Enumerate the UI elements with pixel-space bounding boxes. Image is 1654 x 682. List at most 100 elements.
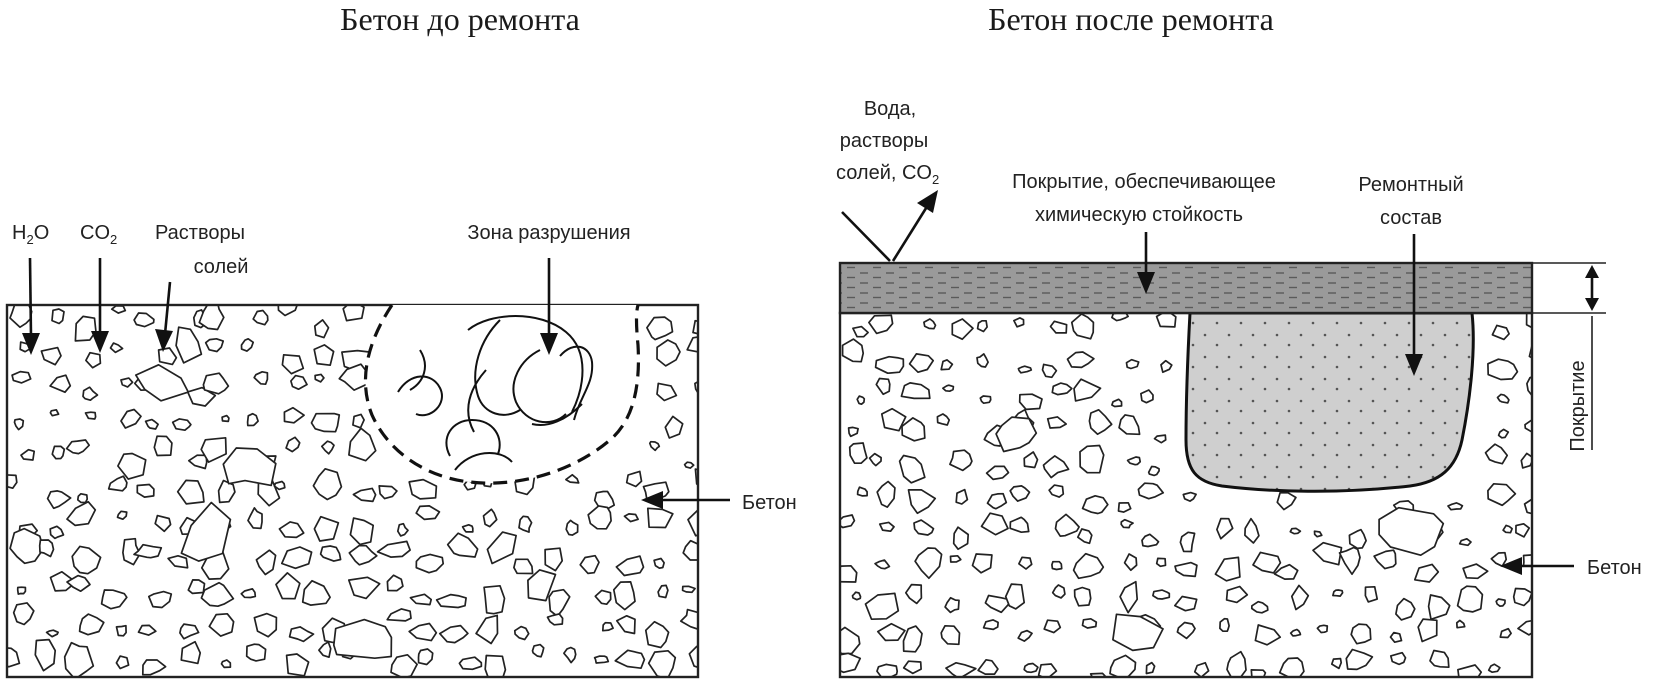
aggregate-stone xyxy=(1,475,17,488)
aggregate-stone xyxy=(1514,589,1532,606)
aggregate-stone xyxy=(1351,624,1371,644)
aggregate-stone xyxy=(484,586,504,614)
aggregate-stone xyxy=(387,609,411,621)
aggregate-stone xyxy=(843,339,864,362)
aggregate-stone xyxy=(199,299,224,330)
aggregate-stone xyxy=(350,518,373,544)
aggregate-stone xyxy=(10,303,32,327)
aggregate-stone xyxy=(941,626,959,645)
aggregate-stone xyxy=(1121,520,1133,528)
aggregate-stone xyxy=(440,626,468,643)
aggregate-stone xyxy=(1010,517,1028,532)
repair-compound-area xyxy=(1186,313,1473,491)
aggregate-stone xyxy=(649,651,676,679)
aggregate-stone xyxy=(248,508,262,529)
aggregate-stone xyxy=(625,514,639,522)
aggregate-stone xyxy=(487,532,516,563)
aggregate-stone xyxy=(1492,325,1509,339)
aggregate-stone xyxy=(1491,553,1506,567)
aggregate-stone xyxy=(876,379,890,395)
aggregate-stone xyxy=(646,622,669,648)
aggregate-stone xyxy=(1292,585,1309,609)
aggregate-stone xyxy=(284,408,304,423)
aggregate-stone xyxy=(322,441,334,454)
aggregate-stone xyxy=(1020,394,1042,409)
aggregate-stone xyxy=(1195,663,1209,677)
label-h2o: H2O xyxy=(12,222,49,247)
aggregate-stone xyxy=(314,345,333,365)
aggregate-stone xyxy=(910,354,934,372)
aggregate-stone xyxy=(188,580,204,594)
aggregate-stone xyxy=(1149,467,1159,476)
aggregate-stone xyxy=(349,546,377,565)
aggregate-stone xyxy=(1498,394,1509,403)
aggregate-stone xyxy=(545,548,562,570)
aggregate-stone xyxy=(687,336,711,354)
aggregate-stone xyxy=(1255,625,1280,645)
aggregate-stone xyxy=(1396,599,1415,620)
aggregate-stone xyxy=(615,650,644,668)
aggregate-stone xyxy=(980,396,990,403)
arrow-salts xyxy=(155,282,173,352)
aggregate-stone xyxy=(1044,456,1069,478)
aggregate-stone xyxy=(276,573,300,599)
aggregate-stone xyxy=(693,321,707,335)
aggregate-stone xyxy=(1486,444,1508,464)
aggregate-stone xyxy=(83,387,98,400)
aggregate-stone xyxy=(282,355,303,374)
aggregate-stone xyxy=(287,654,309,676)
aggregate-stone xyxy=(1049,485,1063,497)
label-co2-left: CO2 xyxy=(80,222,117,247)
aggregate-stone xyxy=(279,522,303,538)
aggregate-stone xyxy=(50,526,63,538)
aggregate-stone xyxy=(937,414,949,425)
aggregate-stone xyxy=(514,559,533,573)
aggregate-stone xyxy=(1315,531,1322,537)
aggregate-stone xyxy=(1280,658,1304,679)
aggregate-stone xyxy=(1074,554,1104,579)
aggregate-stone xyxy=(319,642,331,657)
aggregate-stone xyxy=(349,577,380,598)
aggregate-stone xyxy=(154,436,172,455)
aggregate-stone xyxy=(155,516,170,532)
label-coating-vertical: Покрытие xyxy=(1567,360,1589,451)
aggregate-stone xyxy=(1215,557,1240,580)
label-concrete-right: Бетон xyxy=(1587,557,1642,579)
aggregate-stone xyxy=(353,414,364,427)
aggregate-stone xyxy=(1089,410,1111,434)
aggregate-stone xyxy=(956,490,967,504)
aggregate-stone xyxy=(1525,493,1557,516)
aggregate-stone xyxy=(416,506,439,520)
aggregate-stone xyxy=(1391,653,1406,665)
left-title: Бетон до ремонта xyxy=(340,1,580,37)
aggregate-stone xyxy=(1053,585,1065,598)
aggregate-stone xyxy=(904,661,921,673)
aggregate-stone xyxy=(877,482,895,508)
label-water-line3: солей, CO2 xyxy=(836,162,939,187)
aggregate-stone xyxy=(876,357,904,374)
aggregate-stone xyxy=(173,419,191,430)
aggregate-stone xyxy=(1083,496,1108,514)
aggregate-stone xyxy=(242,339,254,351)
aggregate-stone xyxy=(870,454,882,466)
aggregate-stone xyxy=(15,419,24,430)
aggregate-stone xyxy=(1349,530,1366,549)
aggregate-stone xyxy=(941,360,952,370)
aggregate-stone xyxy=(685,462,694,468)
aggregate-stone xyxy=(416,554,443,572)
aggregate-stone xyxy=(476,615,497,643)
aggregate-stone xyxy=(168,556,188,568)
aggregate-stone xyxy=(1068,352,1094,367)
aggregate-stone xyxy=(1052,562,1062,570)
aggregate-stone xyxy=(48,491,71,508)
aggregate-stone xyxy=(900,456,925,483)
aggregate-stone xyxy=(203,373,228,394)
aggregate-stone xyxy=(1525,420,1544,432)
aggregate-stone xyxy=(1227,587,1248,603)
aggregate-stone xyxy=(834,566,856,582)
aggregate-stone xyxy=(254,372,267,384)
aggregate-stone xyxy=(1024,664,1038,673)
aggregate-stone xyxy=(875,560,889,569)
aggregate-stone xyxy=(681,610,707,630)
